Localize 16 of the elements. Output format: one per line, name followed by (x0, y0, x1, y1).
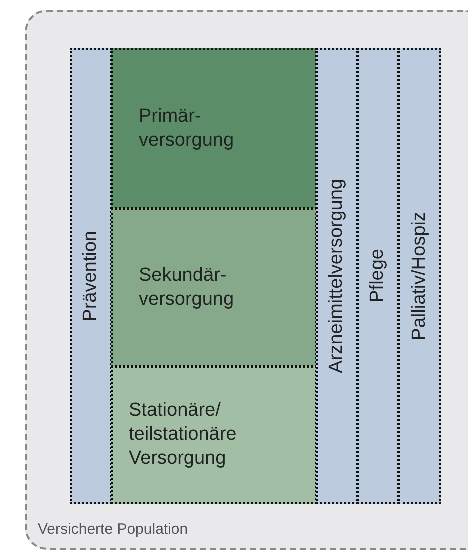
population-frame (25, 10, 468, 550)
area-label: Arzneimittelversorgung (325, 178, 348, 374)
column-band (357, 48, 399, 504)
care-block (111, 48, 317, 209)
column-band (398, 48, 441, 504)
area-label: Sekundär- versorgung (139, 264, 236, 312)
area-label: Stationäre/ teilstationäre Versorgung (129, 399, 238, 471)
column-band (316, 48, 358, 504)
area-label: Primär- versorgung (139, 104, 236, 152)
area-label: Prävention (79, 230, 102, 322)
area-label: Palliativ/Hospiz (408, 212, 431, 340)
column-band (70, 48, 112, 504)
care-block (111, 366, 317, 504)
area-label: Pflege (366, 249, 390, 303)
frame-title: Versicherte Population (38, 521, 188, 538)
care-block (111, 208, 317, 367)
